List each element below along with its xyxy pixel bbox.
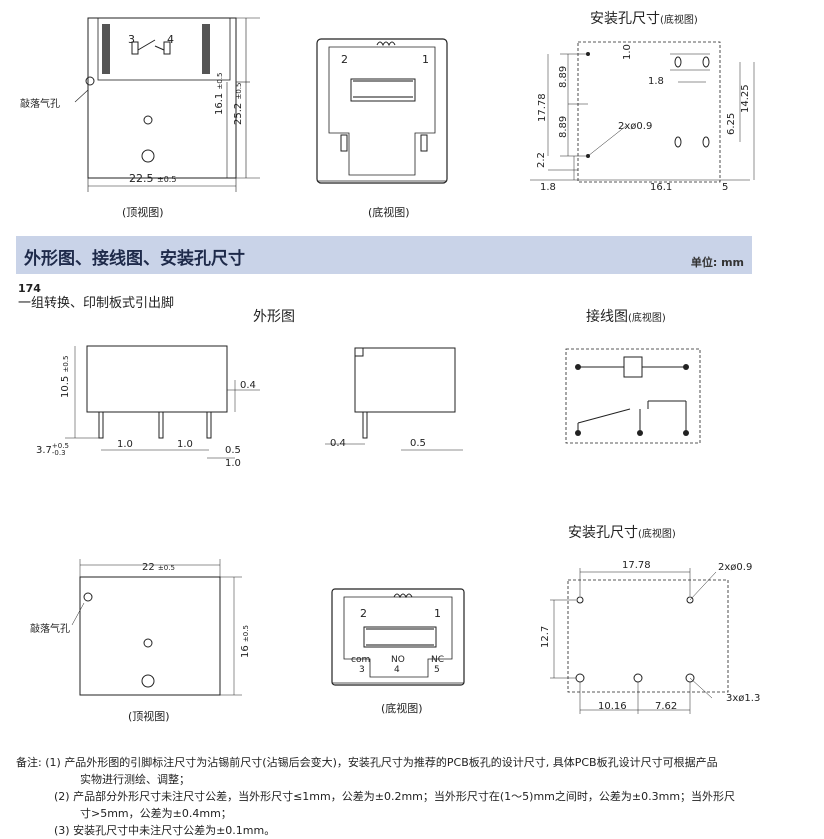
wiring-title: 接线图(底视图) (586, 309, 666, 325)
section-banner: 外形图、接线图、安装孔尺寸 单位: mm (16, 236, 752, 274)
lower-mount-drawing (550, 568, 729, 714)
mount-d-6-25: 6.25 (726, 112, 737, 135)
mount-hole-label: 2xø0.9 (618, 121, 653, 132)
section-subtitle: 一组转换、印制板式引出脚 (18, 296, 175, 311)
note1-num: (1) (45, 756, 61, 769)
side-w: 0.5 (410, 438, 426, 449)
top-width-dim: 22.5 ±0.5 (129, 172, 177, 185)
mount-d-16-1: 16.1 (650, 182, 673, 193)
side-t: 0.4 (330, 438, 346, 449)
front-w1: 0.5 (225, 445, 241, 456)
lower-d-17-78: 17.78 (622, 560, 651, 571)
mount-d-2-2: 2.2 (536, 152, 547, 168)
note2-num: (2) (54, 790, 70, 803)
lower-no: NO (391, 655, 405, 665)
outline-front-drawing (65, 345, 260, 459)
bottom-pin1-label: 1 (422, 53, 429, 66)
lower-bottom-view-caption: (底视图) (381, 702, 423, 715)
note1-a: 产品外形图的引脚标注尺寸为沾锡前尺寸(沾锡后会变大)，安装孔尺寸为推荐的PCB板… (64, 756, 718, 769)
note3-a: 安装孔尺寸中未注尺寸公差为±0.1mm。 (73, 824, 276, 837)
lower-h-dim: 16 ±0.5 (240, 625, 251, 658)
front-p1: 1.0 (117, 439, 133, 450)
mount-d-1-0: 1.0 (622, 44, 633, 60)
lower-hole2: 2xø0.9 (718, 562, 753, 573)
mount-d-5: 5 (722, 182, 729, 193)
lower-pin2: 2 (360, 607, 367, 620)
top-vent-label: 敲落气孔 (20, 99, 60, 110)
top-pin4-label: 4 (167, 33, 174, 46)
mount-d-14-25: 14.25 (740, 84, 751, 113)
mount-hole-drawing (530, 41, 755, 183)
banner-unit: 单位: mm (690, 256, 744, 269)
front-h-dim: 10.5 ±0.5 (60, 355, 71, 398)
notes: 备注: (1) 产品外形图的引脚标注尺寸为沾锡前尺寸(沾锡后会变大)，安装孔尺寸… (16, 754, 735, 839)
lower-width-dim: 22 ±0.5 (142, 562, 175, 573)
top-view-drawing (74, 17, 260, 192)
lower-top-view-drawing (71, 559, 242, 696)
lower-vent-label: 敲落气孔 (30, 624, 70, 635)
banner-title: 外形图、接线图、安装孔尺寸 (24, 249, 245, 269)
note2-b: 寸>5mm，公差为±0.4mm； (80, 807, 232, 820)
lower-hole3: 3xø1.3 (726, 693, 761, 704)
lower-n4: 4 (394, 665, 400, 675)
outline-title: 外形图 (253, 309, 295, 325)
top-pin3-label: 3 (128, 33, 135, 46)
note2-a: 产品部分外形尺寸未注尺寸公差，当外形尺寸≤1mm，公差为±0.2mm；当外形尺寸… (73, 790, 736, 803)
note1-b: 实物进行测绘、调整； (80, 773, 190, 786)
lower-n3: 3 (359, 665, 365, 675)
front-t1: 0.4 (240, 380, 256, 391)
top-h1-dim: 16.1 ±0.5 (214, 72, 225, 115)
page-number: 174 (18, 282, 41, 295)
mount-d-1-8a: 1.8 (648, 76, 664, 87)
top-h2-dim: 25.2 ±0.5 (233, 82, 244, 125)
note3-num: (3) (54, 824, 70, 837)
top-view-caption: (顶视图) (122, 206, 164, 219)
mount-d-8-89a: 8.89 (558, 65, 569, 88)
notes-label: 备注: (16, 756, 42, 769)
lower-pin1: 1 (434, 607, 441, 620)
bottom-pin2-label: 2 (341, 53, 348, 66)
front-w2: 1.0 (225, 458, 241, 469)
lower-d-10-16: 10.16 (598, 701, 627, 712)
lower-top-view-caption: (顶视图) (128, 710, 170, 723)
front-p2: 1.0 (177, 439, 193, 450)
mount-title: 安装孔尺寸(底视图) (590, 11, 698, 27)
mount-d-1-8b: 1.8 (540, 182, 556, 193)
bottom-view-drawing (316, 38, 448, 184)
lower-n5: 5 (434, 665, 440, 675)
lower-d-12-7: 12.7 (540, 625, 551, 648)
lower-mount-title: 安装孔尺寸(底视图) (568, 525, 676, 541)
lower-nc: NC (431, 655, 445, 665)
mount-d-17-78: 17.78 (537, 93, 548, 122)
front-lead-dim: 3.7+0.5-0.3 (36, 442, 69, 457)
wiring-diagram (565, 348, 701, 444)
lower-com: com (351, 655, 371, 665)
outline-side-drawing (325, 347, 463, 451)
lower-bottom-view-drawing (331, 588, 465, 686)
bottom-view-caption: (底视图) (368, 206, 410, 219)
lower-d-7-62: 7.62 (655, 701, 678, 712)
mount-d-8-89b: 8.89 (558, 115, 569, 138)
